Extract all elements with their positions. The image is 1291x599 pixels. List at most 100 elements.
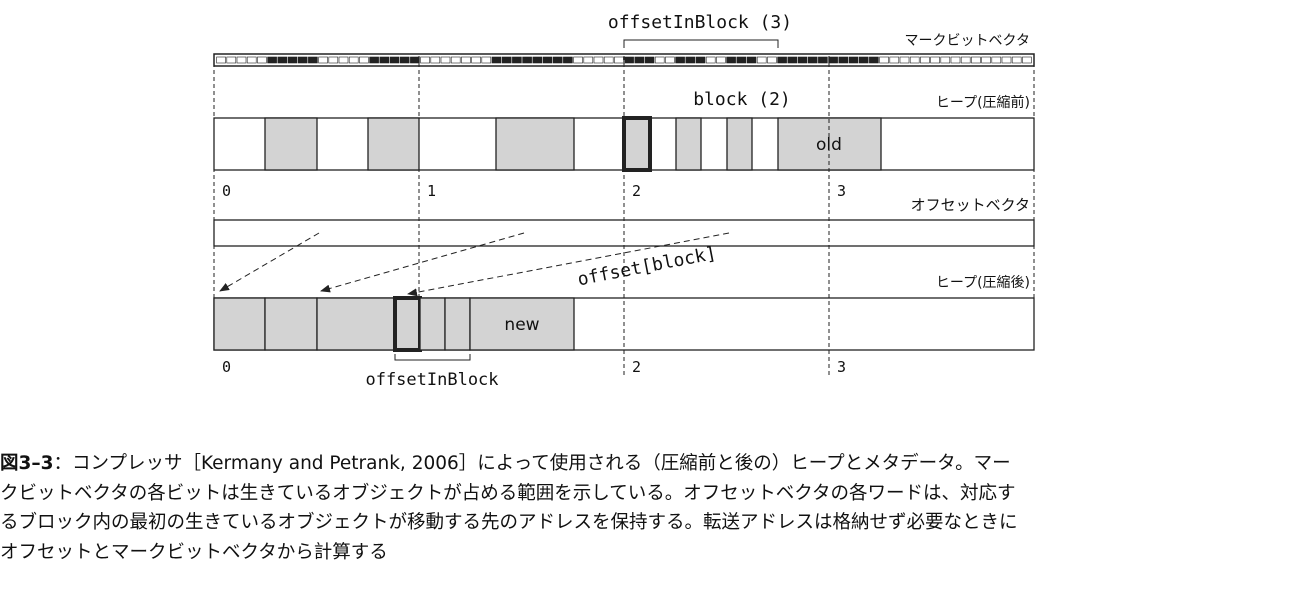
heap-object-new xyxy=(469,297,575,351)
mark-bit xyxy=(940,56,951,64)
heap-after-label: ヒープ(圧縮後) xyxy=(936,275,1030,291)
mark-bit xyxy=(410,56,420,64)
mark-bit xyxy=(716,56,726,64)
mark-bit xyxy=(695,56,706,64)
mark-bit xyxy=(920,56,930,64)
caption-line: オフセットとマークビットベクタから計算する xyxy=(0,541,388,563)
mark-bit xyxy=(777,56,787,64)
mark-bit xyxy=(522,56,532,64)
block-number: 0 xyxy=(222,358,231,376)
mark-bit xyxy=(991,56,1002,64)
mark-bit xyxy=(981,56,991,64)
mark-bit xyxy=(675,56,685,64)
mark-bit xyxy=(359,56,369,64)
mark-bit xyxy=(246,56,257,64)
heap-object xyxy=(726,117,753,171)
caption-line: るブロック内の最初の生きているオブジェクトが移動する先のアドレスを保持する。転送… xyxy=(0,512,1018,533)
forwarding-arrows xyxy=(219,232,730,297)
mark-bit xyxy=(685,56,696,64)
mark-bit xyxy=(481,56,492,64)
heap-object xyxy=(316,297,396,351)
mark-bit xyxy=(746,56,757,64)
new-label: new xyxy=(504,315,539,335)
mark-bit xyxy=(593,56,604,64)
block-number: 3 xyxy=(837,182,846,200)
mark-bit xyxy=(930,56,940,64)
mark-bit xyxy=(430,56,441,64)
mark-bit xyxy=(389,56,400,64)
mark-bit xyxy=(736,56,747,64)
mark-bit xyxy=(838,56,849,64)
offset-in-block-bracket-bottom xyxy=(394,354,471,361)
heap-object-highlighted xyxy=(622,116,652,172)
mark-bit xyxy=(787,56,798,64)
mark-bit xyxy=(563,56,573,64)
block-label: block (2) xyxy=(693,89,791,110)
mark-bit xyxy=(552,56,563,64)
mark-bit xyxy=(634,56,645,64)
mark-bit-vector-label: マークビットベクタ xyxy=(905,33,1030,49)
mark-bit xyxy=(399,56,410,64)
mark-bit xyxy=(644,56,655,64)
mark-bit xyxy=(461,56,471,64)
mark-bit xyxy=(858,56,869,64)
mark-bit xyxy=(236,56,247,64)
mark-bit xyxy=(1011,56,1022,64)
mark-bit xyxy=(542,56,553,64)
mark-bit xyxy=(971,56,981,64)
mark-bit xyxy=(287,56,298,64)
mark-bit xyxy=(848,56,859,64)
mark-bit xyxy=(654,56,665,64)
offset-block-label: offset[block] xyxy=(576,243,718,290)
mark-bit xyxy=(818,56,828,64)
mark-bit xyxy=(308,56,318,64)
forwarding-arrow xyxy=(320,232,525,293)
mark-bit xyxy=(532,56,543,64)
heap-object xyxy=(444,297,471,351)
mark-bit xyxy=(583,56,594,64)
mark-bit xyxy=(573,56,583,64)
mark-bit xyxy=(501,56,512,64)
mark-bit xyxy=(420,56,430,64)
mark-bit xyxy=(297,56,308,64)
mark-bit xyxy=(603,56,614,64)
mark-bit xyxy=(909,56,920,64)
heap-object-highlighted xyxy=(393,296,422,352)
caption-line: クビットベクタの各ビットは生きているオブジェクトが占める範囲を示している。オフセ… xyxy=(0,482,1016,504)
mark-bit xyxy=(267,56,277,64)
mark-bit xyxy=(879,56,889,64)
mark-bit xyxy=(899,56,910,64)
figure-number: 図3–3 xyxy=(0,453,54,474)
mark-bit xyxy=(624,56,634,64)
mark-bit xyxy=(369,56,379,64)
mark-bit xyxy=(512,56,522,64)
heap-object xyxy=(213,297,266,351)
heap-object xyxy=(264,117,318,171)
mark-bit xyxy=(328,56,339,64)
block-number: 3 xyxy=(837,358,846,376)
mark-bit xyxy=(726,56,736,64)
mark-bit xyxy=(318,56,328,64)
forwarding-arrow xyxy=(407,232,730,297)
mark-bit xyxy=(226,56,237,64)
mark-bit xyxy=(950,56,961,64)
mark-bit xyxy=(797,56,808,64)
mark-bit xyxy=(471,56,481,64)
mark-bit xyxy=(705,56,716,64)
heap-object xyxy=(419,297,446,351)
mark-bit xyxy=(1022,56,1032,64)
figure-caption: 図3–3：コンプレッサ［Kermany and Petrank, 2006］によ… xyxy=(0,449,1280,567)
mark-bit xyxy=(379,56,390,64)
mark-bit xyxy=(767,56,777,64)
mark-bit xyxy=(889,56,900,64)
offset-in-block-label-top: offsetInBlock (3) xyxy=(608,12,792,33)
mark-bit xyxy=(614,56,624,64)
mark-bit xyxy=(869,56,879,64)
heap-object xyxy=(675,117,702,171)
heap-object xyxy=(367,117,420,171)
mark-bit xyxy=(216,56,226,64)
block-number: 0 xyxy=(222,182,231,200)
mark-bit xyxy=(960,56,971,64)
mark-bit xyxy=(1001,56,1012,64)
caption-line: 図3–3：コンプレッサ［Kermany and Petrank, 2006］によ… xyxy=(0,449,1280,479)
